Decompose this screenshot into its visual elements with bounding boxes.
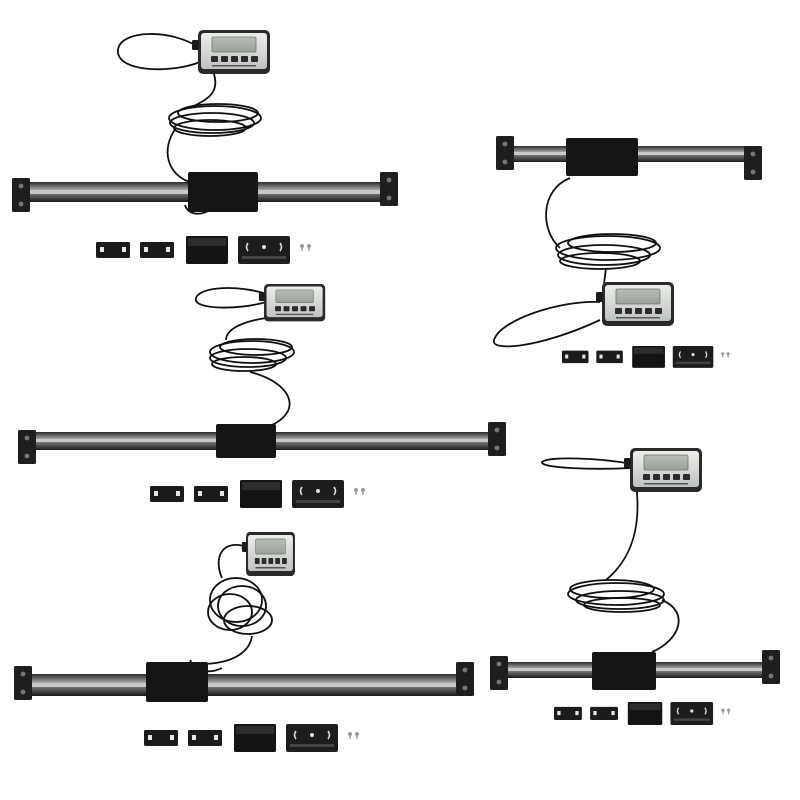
scale-bar	[18, 422, 506, 464]
display-cable	[195, 287, 295, 427]
readout-display	[258, 283, 326, 322]
mounting-accessories	[553, 701, 731, 726]
mounting-accessories	[95, 235, 312, 265]
mounting-accessories	[149, 479, 366, 509]
reader-head	[188, 172, 258, 212]
readout-display	[623, 447, 703, 493]
scale-bar	[14, 662, 474, 702]
scale-kit-top-right	[493, 136, 762, 369]
readout-display	[241, 531, 296, 577]
reader-head	[146, 662, 208, 702]
display-cable	[117, 33, 262, 215]
scale-kit-bottom-right	[490, 447, 780, 726]
readout-display	[595, 281, 675, 327]
display-cable	[541, 457, 680, 653]
scale-bar	[496, 136, 762, 180]
scale-kit-middle	[18, 283, 506, 509]
scale-bar	[490, 650, 780, 690]
reader-head	[566, 138, 638, 176]
scale-kit-bottom-left	[14, 531, 474, 753]
display-cable	[189, 544, 273, 673]
reader-head	[216, 424, 276, 458]
reader-head	[592, 652, 656, 690]
mounting-accessories	[143, 723, 360, 753]
mounting-accessories	[561, 345, 731, 369]
scale-bar	[12, 172, 398, 212]
readout-display	[191, 29, 271, 75]
scale-kit-top-left	[12, 29, 398, 265]
